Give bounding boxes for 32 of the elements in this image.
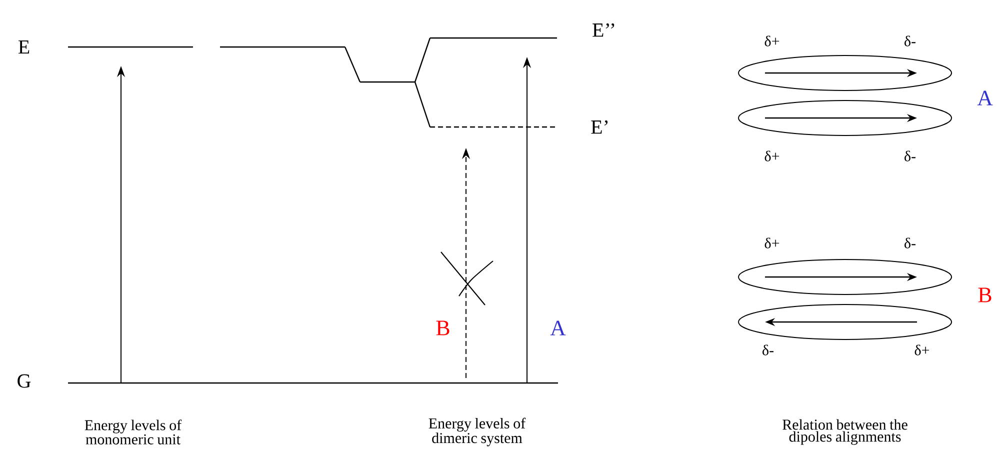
dipole-ellipse [738, 304, 952, 340]
level-label: G [18, 374, 31, 388]
charge-label: δ- [904, 36, 916, 46]
level-label: E [18, 40, 30, 54]
charge-label: δ- [762, 344, 774, 356]
edge-label: A [550, 320, 566, 336]
alignment-label: B [978, 288, 992, 302]
caption: Energy levels of dimeric system [428, 418, 526, 446]
charge-label: δ- [904, 150, 916, 162]
level-label: E’’ [592, 23, 614, 37]
correlation-line [414, 82, 431, 128]
charge-label: δ+ [764, 36, 780, 46]
energy-level-line [430, 37, 557, 39]
charge-label: δ+ [764, 238, 780, 248]
energy-level-line [430, 126, 557, 128]
correlation-line [414, 38, 431, 82]
energy-level-line [68, 46, 193, 48]
edge-label: B [436, 320, 450, 336]
dipole-ellipse [738, 55, 952, 91]
alignment-label: A [977, 90, 993, 106]
dipole-ellipse [738, 100, 952, 136]
energy-level-line [220, 46, 345, 48]
correlation-line [344, 46, 361, 82]
charge-label: δ- [904, 238, 916, 248]
dipole-ellipse [738, 259, 952, 295]
caption: Energy levels of monomeric unit [84, 420, 182, 444]
charge-label: δ+ [764, 150, 780, 162]
energy-level-line [68, 382, 558, 384]
charge-label: δ+ [914, 344, 930, 356]
caption: Relation between the dipoles alignments [782, 419, 908, 445]
energy-level-line [360, 81, 415, 83]
level-label: E’ [591, 120, 608, 134]
